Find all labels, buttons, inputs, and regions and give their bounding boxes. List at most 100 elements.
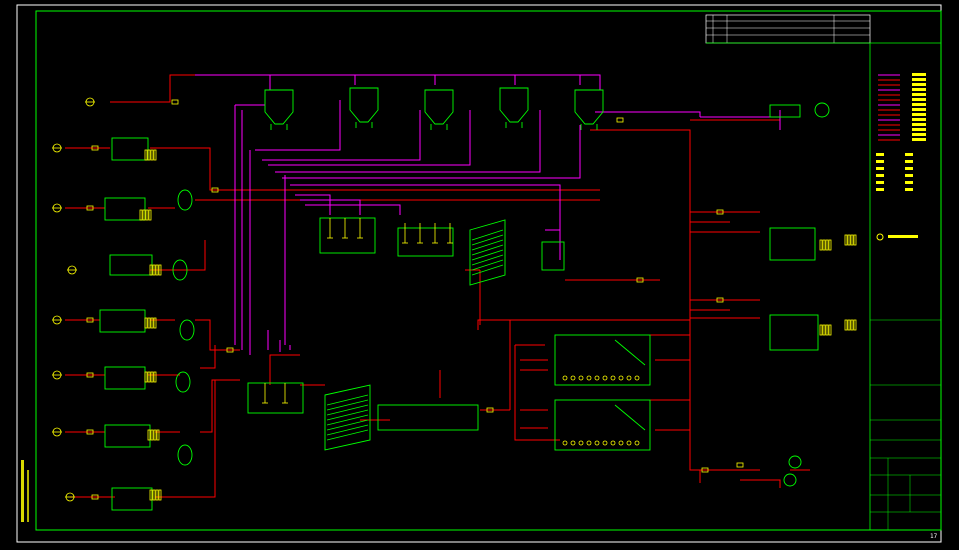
legend-mark bbox=[912, 83, 926, 86]
instrument-tag bbox=[152, 264, 156, 276]
instrument-tag bbox=[158, 264, 162, 276]
aeration-diffuser bbox=[610, 440, 616, 446]
screen-plate bbox=[471, 234, 504, 246]
process-pipe bbox=[65, 147, 600, 191]
legend-mark bbox=[905, 188, 913, 191]
legend-mark bbox=[912, 128, 926, 131]
instrument-tag bbox=[144, 317, 148, 329]
instrument-tag bbox=[844, 319, 848, 331]
dosing-pipe bbox=[545, 229, 561, 260]
pump bbox=[788, 455, 802, 469]
legend-mark bbox=[912, 78, 926, 81]
instrument-tag bbox=[145, 209, 149, 221]
screen-plate bbox=[471, 249, 504, 261]
baffle bbox=[614, 404, 646, 431]
feed-tank bbox=[111, 137, 149, 161]
aeration-diffuser bbox=[602, 440, 608, 446]
legend-mark bbox=[912, 138, 926, 141]
dosing-pipe bbox=[267, 330, 291, 352]
dosing-pipe bbox=[275, 110, 541, 173]
legend-mark bbox=[912, 93, 926, 96]
legend-mark bbox=[876, 160, 884, 163]
aeration-diffuser bbox=[618, 375, 624, 381]
instrument-tag bbox=[149, 489, 153, 501]
instrument-tag bbox=[148, 209, 152, 221]
instrument-tag bbox=[147, 429, 151, 441]
instrument-tag bbox=[825, 324, 829, 336]
equipment bbox=[99, 87, 830, 511]
instrument-tag bbox=[142, 209, 146, 221]
reaction-tank bbox=[319, 217, 376, 254]
inclined-screen bbox=[469, 219, 506, 286]
dosing-pipe bbox=[595, 111, 701, 117]
dosing-pipe bbox=[282, 125, 581, 179]
dosing-hopper bbox=[349, 87, 379, 123]
aeration-diffuser bbox=[578, 440, 584, 446]
aeration-diffuser bbox=[570, 440, 576, 446]
instrument-tag bbox=[150, 429, 154, 441]
instrument-tag bbox=[158, 489, 162, 501]
legend-mark bbox=[905, 160, 913, 163]
dosing-pipes bbox=[195, 74, 781, 355]
aeration-diffuser bbox=[626, 440, 632, 446]
aeration-diffuser bbox=[594, 375, 600, 381]
legend-mark bbox=[912, 98, 926, 101]
valve bbox=[86, 429, 94, 435]
valve bbox=[91, 145, 99, 151]
process-pipe bbox=[690, 299, 760, 319]
ph-tank bbox=[541, 241, 565, 271]
ph-adjust-tank bbox=[247, 382, 304, 414]
small-vessel bbox=[177, 189, 193, 211]
feed-tank bbox=[104, 424, 151, 448]
biological-tank bbox=[554, 334, 651, 386]
dosing-hopper bbox=[424, 89, 454, 125]
flocculation-tank bbox=[397, 227, 454, 257]
dosing-pipe bbox=[290, 184, 561, 230]
instrument-tag bbox=[147, 317, 151, 329]
dosing-pipe bbox=[255, 100, 341, 151]
legend-mark bbox=[912, 103, 926, 106]
valve bbox=[701, 467, 709, 473]
legend-mark bbox=[912, 123, 926, 126]
aeration-diffuser bbox=[634, 440, 640, 446]
aeration-diffuser bbox=[610, 375, 616, 381]
legend-mark bbox=[905, 181, 913, 184]
small-vessel bbox=[179, 319, 195, 341]
process-pipe bbox=[150, 240, 206, 271]
instrument-tag bbox=[153, 371, 157, 383]
process-pipe bbox=[690, 211, 760, 233]
screen-plate bbox=[326, 424, 369, 436]
dosing-pipe bbox=[295, 194, 401, 215]
aeration-diffuser bbox=[618, 440, 624, 446]
legend-mark bbox=[912, 88, 926, 91]
instrument-tag bbox=[844, 234, 848, 246]
instrument-tag bbox=[144, 371, 148, 383]
process-pipe bbox=[70, 380, 216, 498]
legend-mark bbox=[876, 167, 884, 170]
baffle bbox=[614, 339, 646, 366]
dosing-pipe bbox=[262, 110, 421, 161]
blower bbox=[814, 102, 830, 118]
legend-mark bbox=[876, 153, 884, 156]
screen-plate bbox=[471, 264, 504, 276]
legend-mark bbox=[905, 174, 913, 177]
revision-table bbox=[705, 14, 941, 44]
dosing-pipe bbox=[195, 74, 601, 90]
valve bbox=[736, 462, 744, 468]
process-pipe bbox=[65, 199, 600, 209]
process-pipe bbox=[269, 354, 300, 385]
legend-mark bbox=[912, 133, 926, 136]
instrument-tag bbox=[847, 319, 851, 331]
left-annotation bbox=[21, 460, 29, 522]
instrument-tag bbox=[153, 149, 157, 161]
instrument-tag bbox=[139, 209, 143, 221]
valve bbox=[211, 187, 219, 193]
instrument-tag bbox=[850, 319, 854, 331]
instrument-tag bbox=[147, 149, 151, 161]
final-tank bbox=[769, 227, 816, 261]
valve bbox=[91, 494, 99, 500]
process-pipe bbox=[520, 409, 548, 429]
process-pipe bbox=[515, 344, 548, 371]
screen-plate bbox=[326, 394, 369, 406]
